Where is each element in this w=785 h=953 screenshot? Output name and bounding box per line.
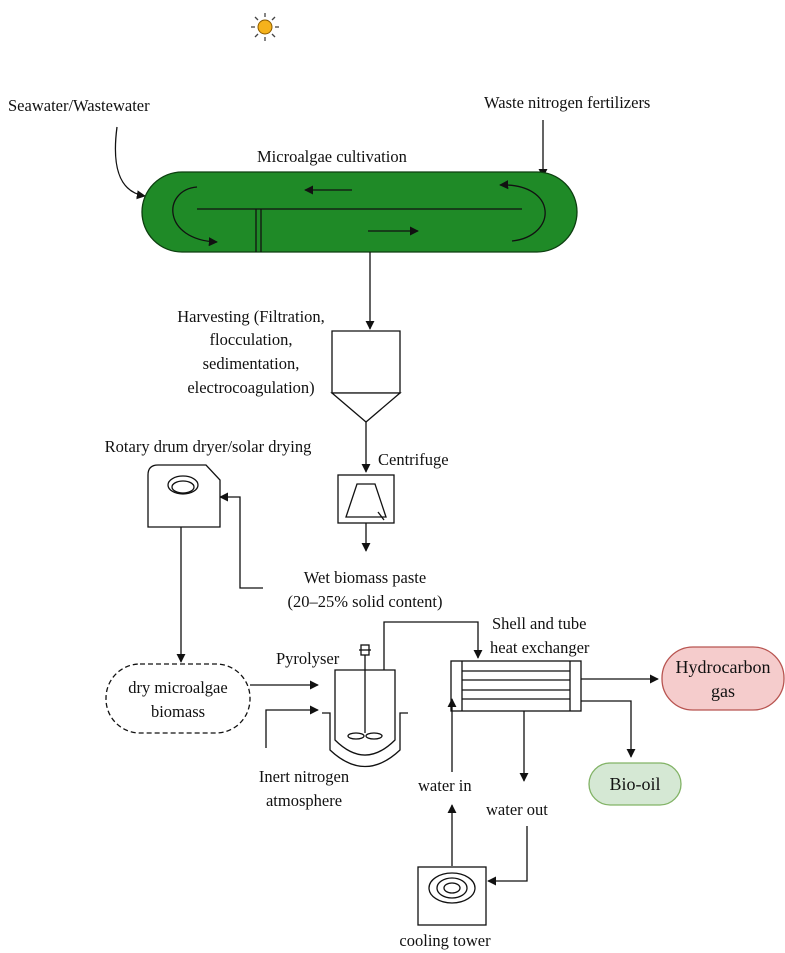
flow-arrow-right-turn	[499, 180, 546, 242]
arrow-seawater-to-pond	[114, 126, 146, 200]
label-centrifuge: Centrifuge	[378, 450, 449, 469]
sun-icon	[251, 13, 279, 41]
hydrocarbon-gas-outline	[661, 646, 785, 711]
bio-oil-node	[589, 763, 681, 805]
label-cooling-tower: cooling tower	[399, 931, 491, 950]
label-harvesting-4: electrocoagulation)	[187, 378, 314, 397]
pond-body	[141, 171, 578, 253]
sun-rays	[251, 13, 279, 41]
label-fertilizers: Waste nitrogen fertilizers	[484, 93, 650, 112]
arrow-exchanger-to-bio-oil	[581, 700, 636, 758]
flow-arrow-left-turn	[172, 186, 218, 247]
label-heat-exchanger-1: Shell and tube	[492, 614, 586, 633]
harvesting-hopper	[330, 330, 402, 423]
centrifuge	[337, 474, 395, 524]
fan-icon	[428, 872, 476, 904]
dry-biomass-node	[105, 663, 251, 734]
arrow-paste-to-dryer	[219, 492, 263, 589]
pyrolyser-reactor	[322, 644, 408, 768]
sun-disc	[257, 19, 273, 35]
arrow-pyrolyser-to-exchanger	[383, 621, 483, 670]
label-dry-biomass-2: biomass	[151, 702, 205, 721]
label-heat-exchanger-2: heat exchanger	[490, 638, 590, 657]
bio-oil-outline	[588, 762, 682, 806]
label-seawater: Seawater/Wastewater	[8, 96, 150, 115]
label-dry-biomass-1: dry microalgae	[128, 678, 227, 697]
label-wet-paste-2: (20–25% solid content)	[288, 592, 443, 611]
label-hydrocarbon-2: gas	[711, 681, 735, 701]
label-harvesting-1: Harvesting (Filtration,	[177, 307, 325, 326]
label-bio-oil: Bio-oil	[609, 774, 660, 794]
label-water-in: water in	[418, 776, 472, 795]
hydrocarbon-gas-node	[662, 647, 784, 710]
label-harvesting-2: flocculation,	[210, 330, 293, 349]
shell-tube-heat-exchanger	[450, 660, 582, 712]
label-nitrogen-2: atmosphere	[266, 791, 342, 810]
label-dryer: Rotary drum dryer/solar drying	[105, 437, 312, 456]
label-water-out: water out	[486, 800, 548, 819]
rotary-drum-dryer	[147, 464, 221, 528]
label-cultivation: Microalgae cultivation	[257, 147, 407, 166]
arrow-nitrogen-to-pyrolyser	[265, 705, 319, 748]
label-wet-paste-1: Wet biomass paste	[304, 568, 426, 587]
arrow-out-to-cooling-tower	[487, 826, 528, 886]
cooling-tower	[417, 866, 487, 926]
label-hydrocarbon-1: Hydrocarbon	[676, 657, 771, 677]
label-nitrogen-1: Inert nitrogen	[259, 767, 349, 786]
label-pyrolyser: Pyrolyser	[276, 649, 340, 668]
label-harvesting-3: sedimentation,	[203, 354, 300, 373]
raceway-pond	[141, 171, 578, 253]
